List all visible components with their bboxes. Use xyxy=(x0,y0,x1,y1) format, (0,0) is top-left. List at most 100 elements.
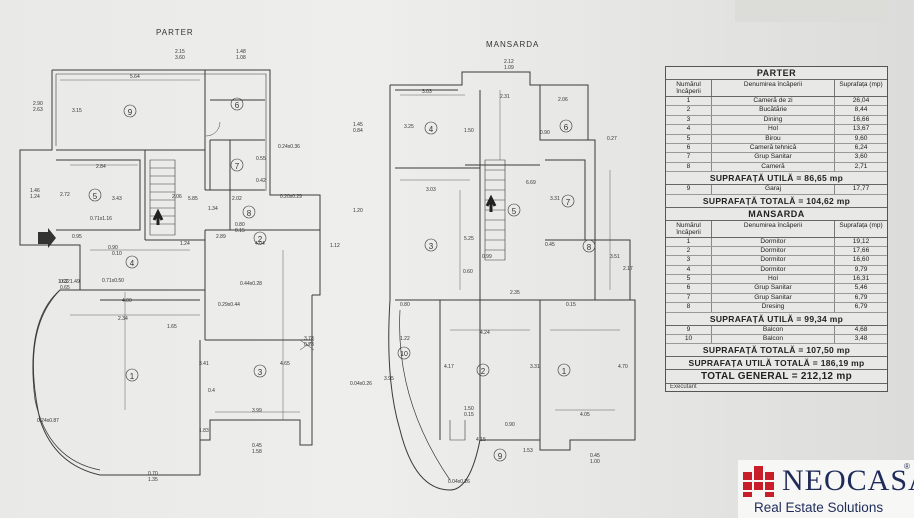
dim-label: 2.90 xyxy=(33,101,43,107)
dim-label: 3.03 xyxy=(422,89,432,95)
dim-label: 1.09 xyxy=(504,65,514,71)
dim-label: 0.28 xyxy=(304,342,314,348)
room-number-cell: 6 xyxy=(666,143,712,153)
room-area-cell: 4,68 xyxy=(854,325,868,333)
area-table: PARTER Numărul încăperii Denumirea încăp… xyxy=(665,66,888,393)
brand-name: NEOCASA xyxy=(782,464,914,497)
dim-label: 1.20 xyxy=(353,208,363,214)
room-number-cell: 5 xyxy=(666,134,712,143)
dim-label: 1.50 xyxy=(464,406,474,412)
room-name-cell: Hol xyxy=(712,275,835,284)
dim-label: 1.50 xyxy=(464,128,474,134)
room-area-cell: 6,79 xyxy=(854,293,868,301)
dim-label: 0.65 xyxy=(60,285,70,291)
room-number-cell: 8 xyxy=(666,303,712,312)
dim-label: 1.48 xyxy=(236,49,246,55)
room-number-cell: 3 xyxy=(666,115,712,125)
dim-label: 3.60 xyxy=(175,55,185,61)
dim-label: 4.70 xyxy=(618,364,628,370)
room-area-cell: 6,24 xyxy=(854,143,868,151)
dim-label: 0.32 xyxy=(60,279,70,285)
dim-label: 4.04 xyxy=(255,241,265,247)
dim-label: 3.31 xyxy=(530,364,540,370)
dim-label: 5.25 xyxy=(464,236,474,242)
room-area-cell: 17,66 xyxy=(852,246,870,254)
room-label: 5 xyxy=(512,207,517,216)
dim-label: 0.80 xyxy=(235,222,245,228)
room-number-cell: 6 xyxy=(666,284,712,293)
dim-label: 0.45 xyxy=(252,443,262,449)
dim-label: 4.00 xyxy=(122,298,132,304)
dim-label: 4.65 xyxy=(280,361,290,367)
dim-label: 0.84 xyxy=(353,128,363,134)
dim-label: 3.43 xyxy=(112,196,122,202)
dim-label: 2.06 xyxy=(558,97,568,103)
dim-label: 2.31 xyxy=(500,94,510,100)
parter-table-header: Numărul încăperii Denumirea încăperii Su… xyxy=(666,80,887,97)
dim-label: 1.12 xyxy=(330,243,340,249)
room-name-cell: Balcon xyxy=(712,325,835,335)
room-area-cell: 2,71 xyxy=(854,162,868,170)
room-label: 6 xyxy=(235,101,240,110)
dim-label: 0.44x0.28 xyxy=(240,281,262,287)
dim-label: 0.20x0.29 xyxy=(280,194,302,200)
room-label: 2 xyxy=(481,367,486,376)
room-name-cell: Dresing xyxy=(712,303,835,312)
dim-label: 1.00 xyxy=(590,459,600,465)
room-label: 4 xyxy=(130,259,135,268)
dim-label: 1.24 xyxy=(30,194,40,200)
room-label: 3 xyxy=(429,242,434,251)
parter-section-title: PARTER xyxy=(666,67,887,80)
room-label: 1 xyxy=(562,367,567,376)
dim-label: 0.90 xyxy=(540,130,550,136)
dim-label: 1.22 xyxy=(400,336,410,342)
dim-label: 0.70 xyxy=(148,471,158,477)
dim-label: 0.4 xyxy=(208,388,215,394)
dim-label: 6.69 xyxy=(526,180,536,186)
house-grid-icon xyxy=(743,466,774,497)
upper-floor-title: MANSARDA xyxy=(486,40,540,49)
room-area-cell: 9,79 xyxy=(854,265,868,273)
room-label: 5 xyxy=(93,192,98,201)
room-name-cell: Grup Sanitar xyxy=(712,153,835,162)
room-label: 8 xyxy=(247,209,252,218)
dim-label: 0.42 xyxy=(256,178,266,184)
dim-label: 3.51 xyxy=(610,254,620,260)
paper-edge xyxy=(735,0,887,22)
dim-label: 0.90 xyxy=(108,245,118,251)
room-label: 9 xyxy=(128,108,133,117)
dim-label: 0.27 xyxy=(607,136,617,142)
room-number-cell: 10 xyxy=(666,335,712,344)
room-label: 3 xyxy=(258,368,263,377)
dim-label: 2.89 xyxy=(216,234,226,240)
room-name-cell: Dormitor xyxy=(712,246,835,256)
room-area-cell: 6,79 xyxy=(854,303,868,311)
room-area-cell: 16,31 xyxy=(852,275,870,283)
parter-total-area: SUPRAFAȚĂ TOTALĂ = 104,62 mp xyxy=(666,195,887,208)
dim-label: 4.24 xyxy=(480,330,490,336)
room-number-cell: 1 xyxy=(666,97,712,106)
ground-floor-title: PARTER xyxy=(156,28,194,37)
room-label: 1 xyxy=(130,372,135,381)
room-area-cell: 9,60 xyxy=(854,134,868,142)
dim-label: 1.45 xyxy=(353,122,363,128)
room-name-cell: Cameră de zi xyxy=(712,97,835,106)
mansarda-total-area: SUPRAFAȚĂ TOTALĂ = 107,50 mp xyxy=(666,344,887,358)
dim-label: 0.45 xyxy=(590,453,600,459)
room-number-cell: 3 xyxy=(666,256,712,265)
dim-label: 0.24x0.87 xyxy=(37,418,59,424)
parter-util-area: SUPRAFAȚĂ UTILĂ = 86,65 mp xyxy=(666,172,887,186)
registered-mark: ® xyxy=(904,462,910,471)
room-name-cell: Dormitor xyxy=(712,265,835,275)
room-number-cell: 4 xyxy=(666,265,712,275)
column-header: Suprafața (mp) xyxy=(839,81,883,88)
